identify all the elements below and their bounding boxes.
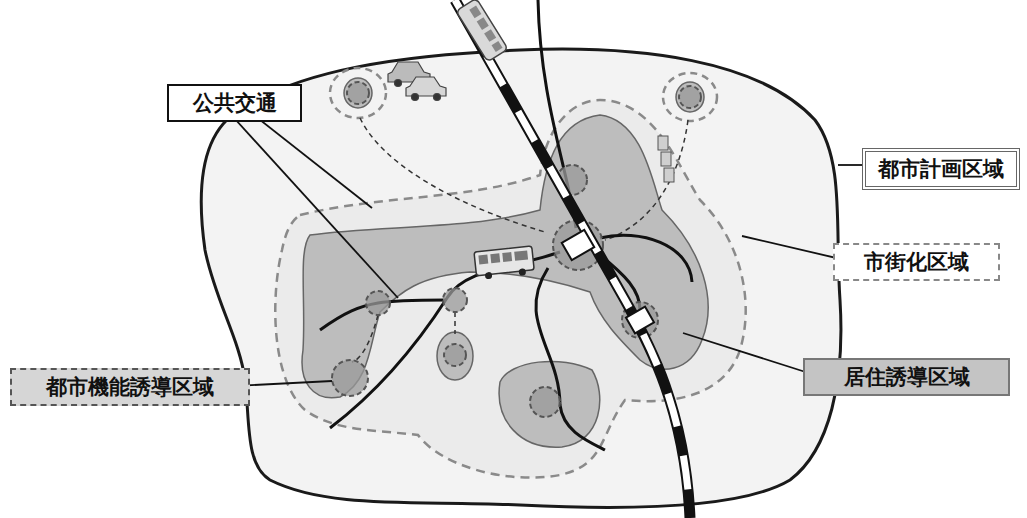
label-box: 都市機能誘導区域 bbox=[10, 368, 250, 406]
leader-line bbox=[225, 108, 870, 386]
label-text: 公共交通 bbox=[193, 90, 277, 116]
transit-line bbox=[320, 0, 692, 450]
residential-inducement-area bbox=[302, 78, 708, 447]
urban-function-zone bbox=[332, 82, 701, 417]
bus-icon bbox=[474, 246, 535, 280]
bus-route bbox=[352, 118, 688, 362]
label-box: 都市計画区域 bbox=[862, 148, 1020, 190]
label-text: 都市計画区域 bbox=[878, 156, 1004, 182]
label-text: 居住誘導区域 bbox=[844, 364, 970, 390]
building-icon bbox=[658, 136, 674, 182]
label-text: 都市機能誘導区域 bbox=[46, 374, 214, 400]
station bbox=[562, 230, 654, 333]
train-icon bbox=[456, 0, 508, 62]
label-box: 市街化区域 bbox=[833, 243, 1000, 281]
label-text: 市街化区域 bbox=[864, 249, 969, 275]
label-box: 居住誘導区域 bbox=[803, 358, 1010, 396]
railway bbox=[455, 0, 690, 518]
label-box: 公共交通 bbox=[167, 84, 302, 122]
car-icon bbox=[388, 62, 446, 101]
